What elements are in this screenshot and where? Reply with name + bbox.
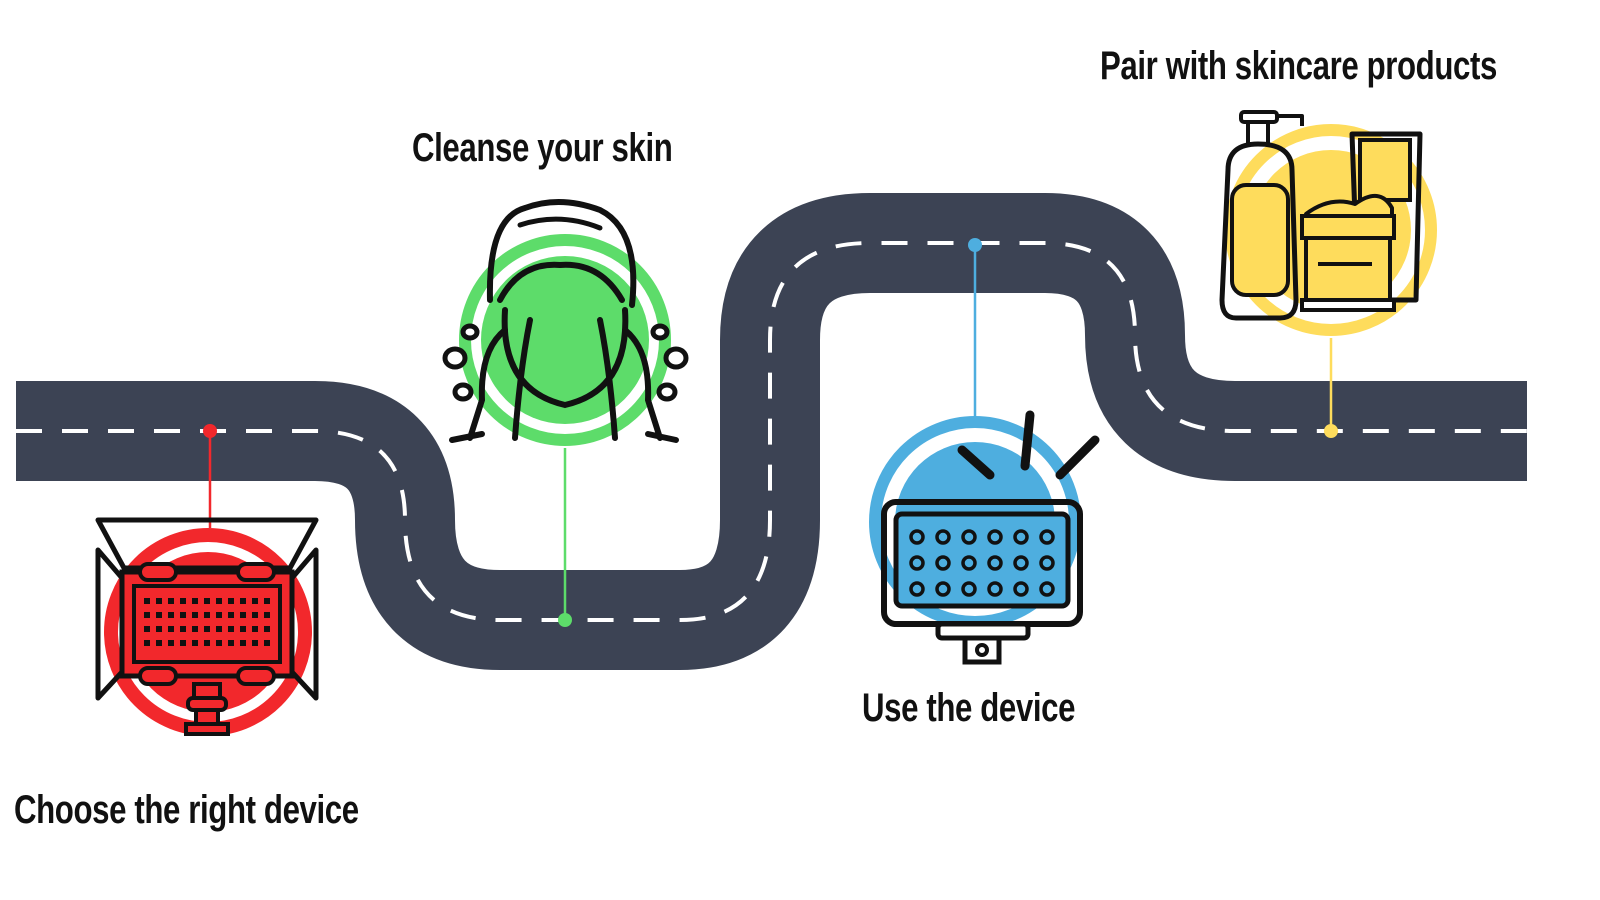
step-1-marker [203, 424, 217, 528]
step-1-label: Choose the right device [14, 788, 359, 832]
step-4-marker [1324, 338, 1338, 438]
step-4-label: Pair with skincare products [1100, 44, 1497, 88]
road [16, 193, 1527, 670]
led-panel-light-icon [95, 517, 319, 736]
step-3-label: Use the device [862, 686, 1076, 730]
face-washing-icon [442, 198, 689, 446]
road-center-dashes [16, 241, 1527, 622]
step-3-marker [968, 238, 982, 420]
skincare-products-icon [1219, 110, 1437, 336]
led-mask-device-icon [869, 410, 1100, 665]
step-2-marker [558, 448, 572, 627]
step-2-label: Cleanse your skin [412, 126, 673, 170]
